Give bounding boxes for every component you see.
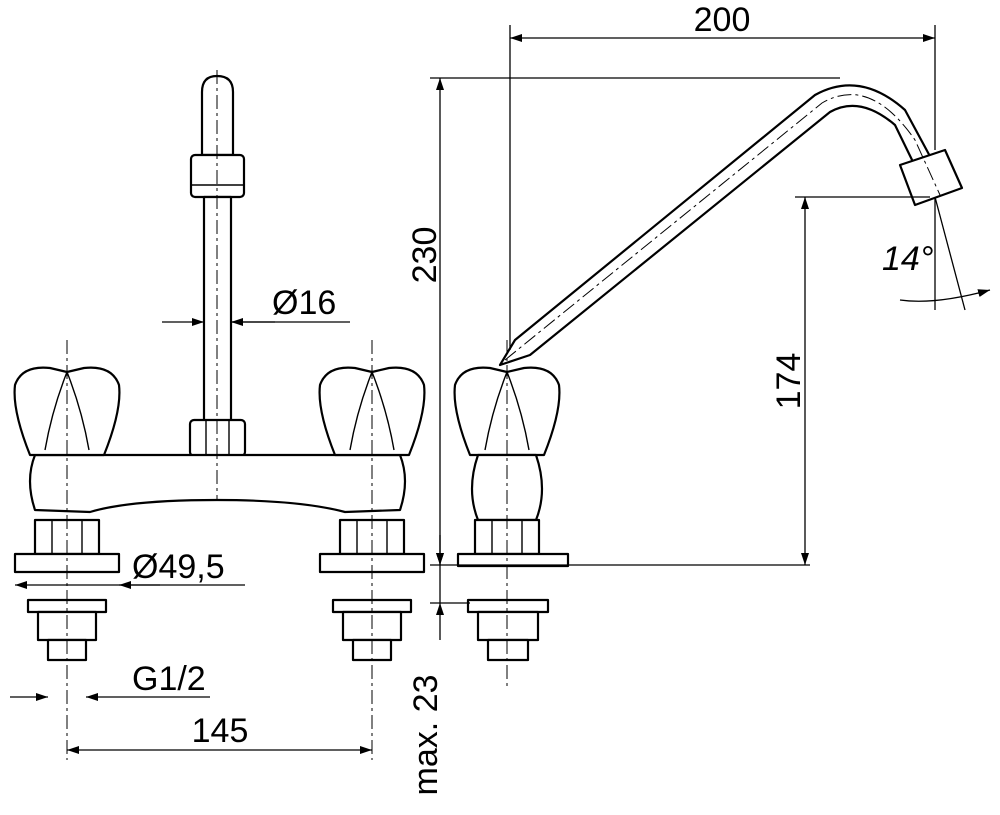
svg-text:145: 145 xyxy=(192,712,249,750)
front-view xyxy=(13,70,426,760)
dimension-14deg: 14° xyxy=(882,196,991,311)
svg-text:14°: 14° xyxy=(882,240,933,278)
dimension-max-23: max. 23 xyxy=(407,535,470,795)
dimension-200: 200 xyxy=(509,1,936,350)
swivel-spout xyxy=(498,84,934,367)
svg-text:200: 200 xyxy=(694,1,751,39)
aerator xyxy=(898,148,964,207)
dimension-diameter-16: Ø16 xyxy=(162,284,350,326)
side-view xyxy=(453,84,964,690)
dimension-145: 145 xyxy=(67,712,372,754)
svg-text:Ø16: Ø16 xyxy=(272,284,336,322)
svg-text:230: 230 xyxy=(406,227,444,284)
svg-text:174: 174 xyxy=(770,353,808,410)
dimension-174: 174 xyxy=(770,196,930,565)
svg-text:max. 23: max. 23 xyxy=(407,675,445,796)
svg-text:Ø49,5: Ø49,5 xyxy=(132,548,225,586)
dimension-diameter-49-5: Ø49,5 xyxy=(15,548,245,589)
dimension-230: 230 xyxy=(406,77,840,566)
dimension-g1-2: G1/2 xyxy=(10,660,210,701)
side-handle xyxy=(453,366,570,662)
svg-text:G1/2: G1/2 xyxy=(132,660,206,698)
